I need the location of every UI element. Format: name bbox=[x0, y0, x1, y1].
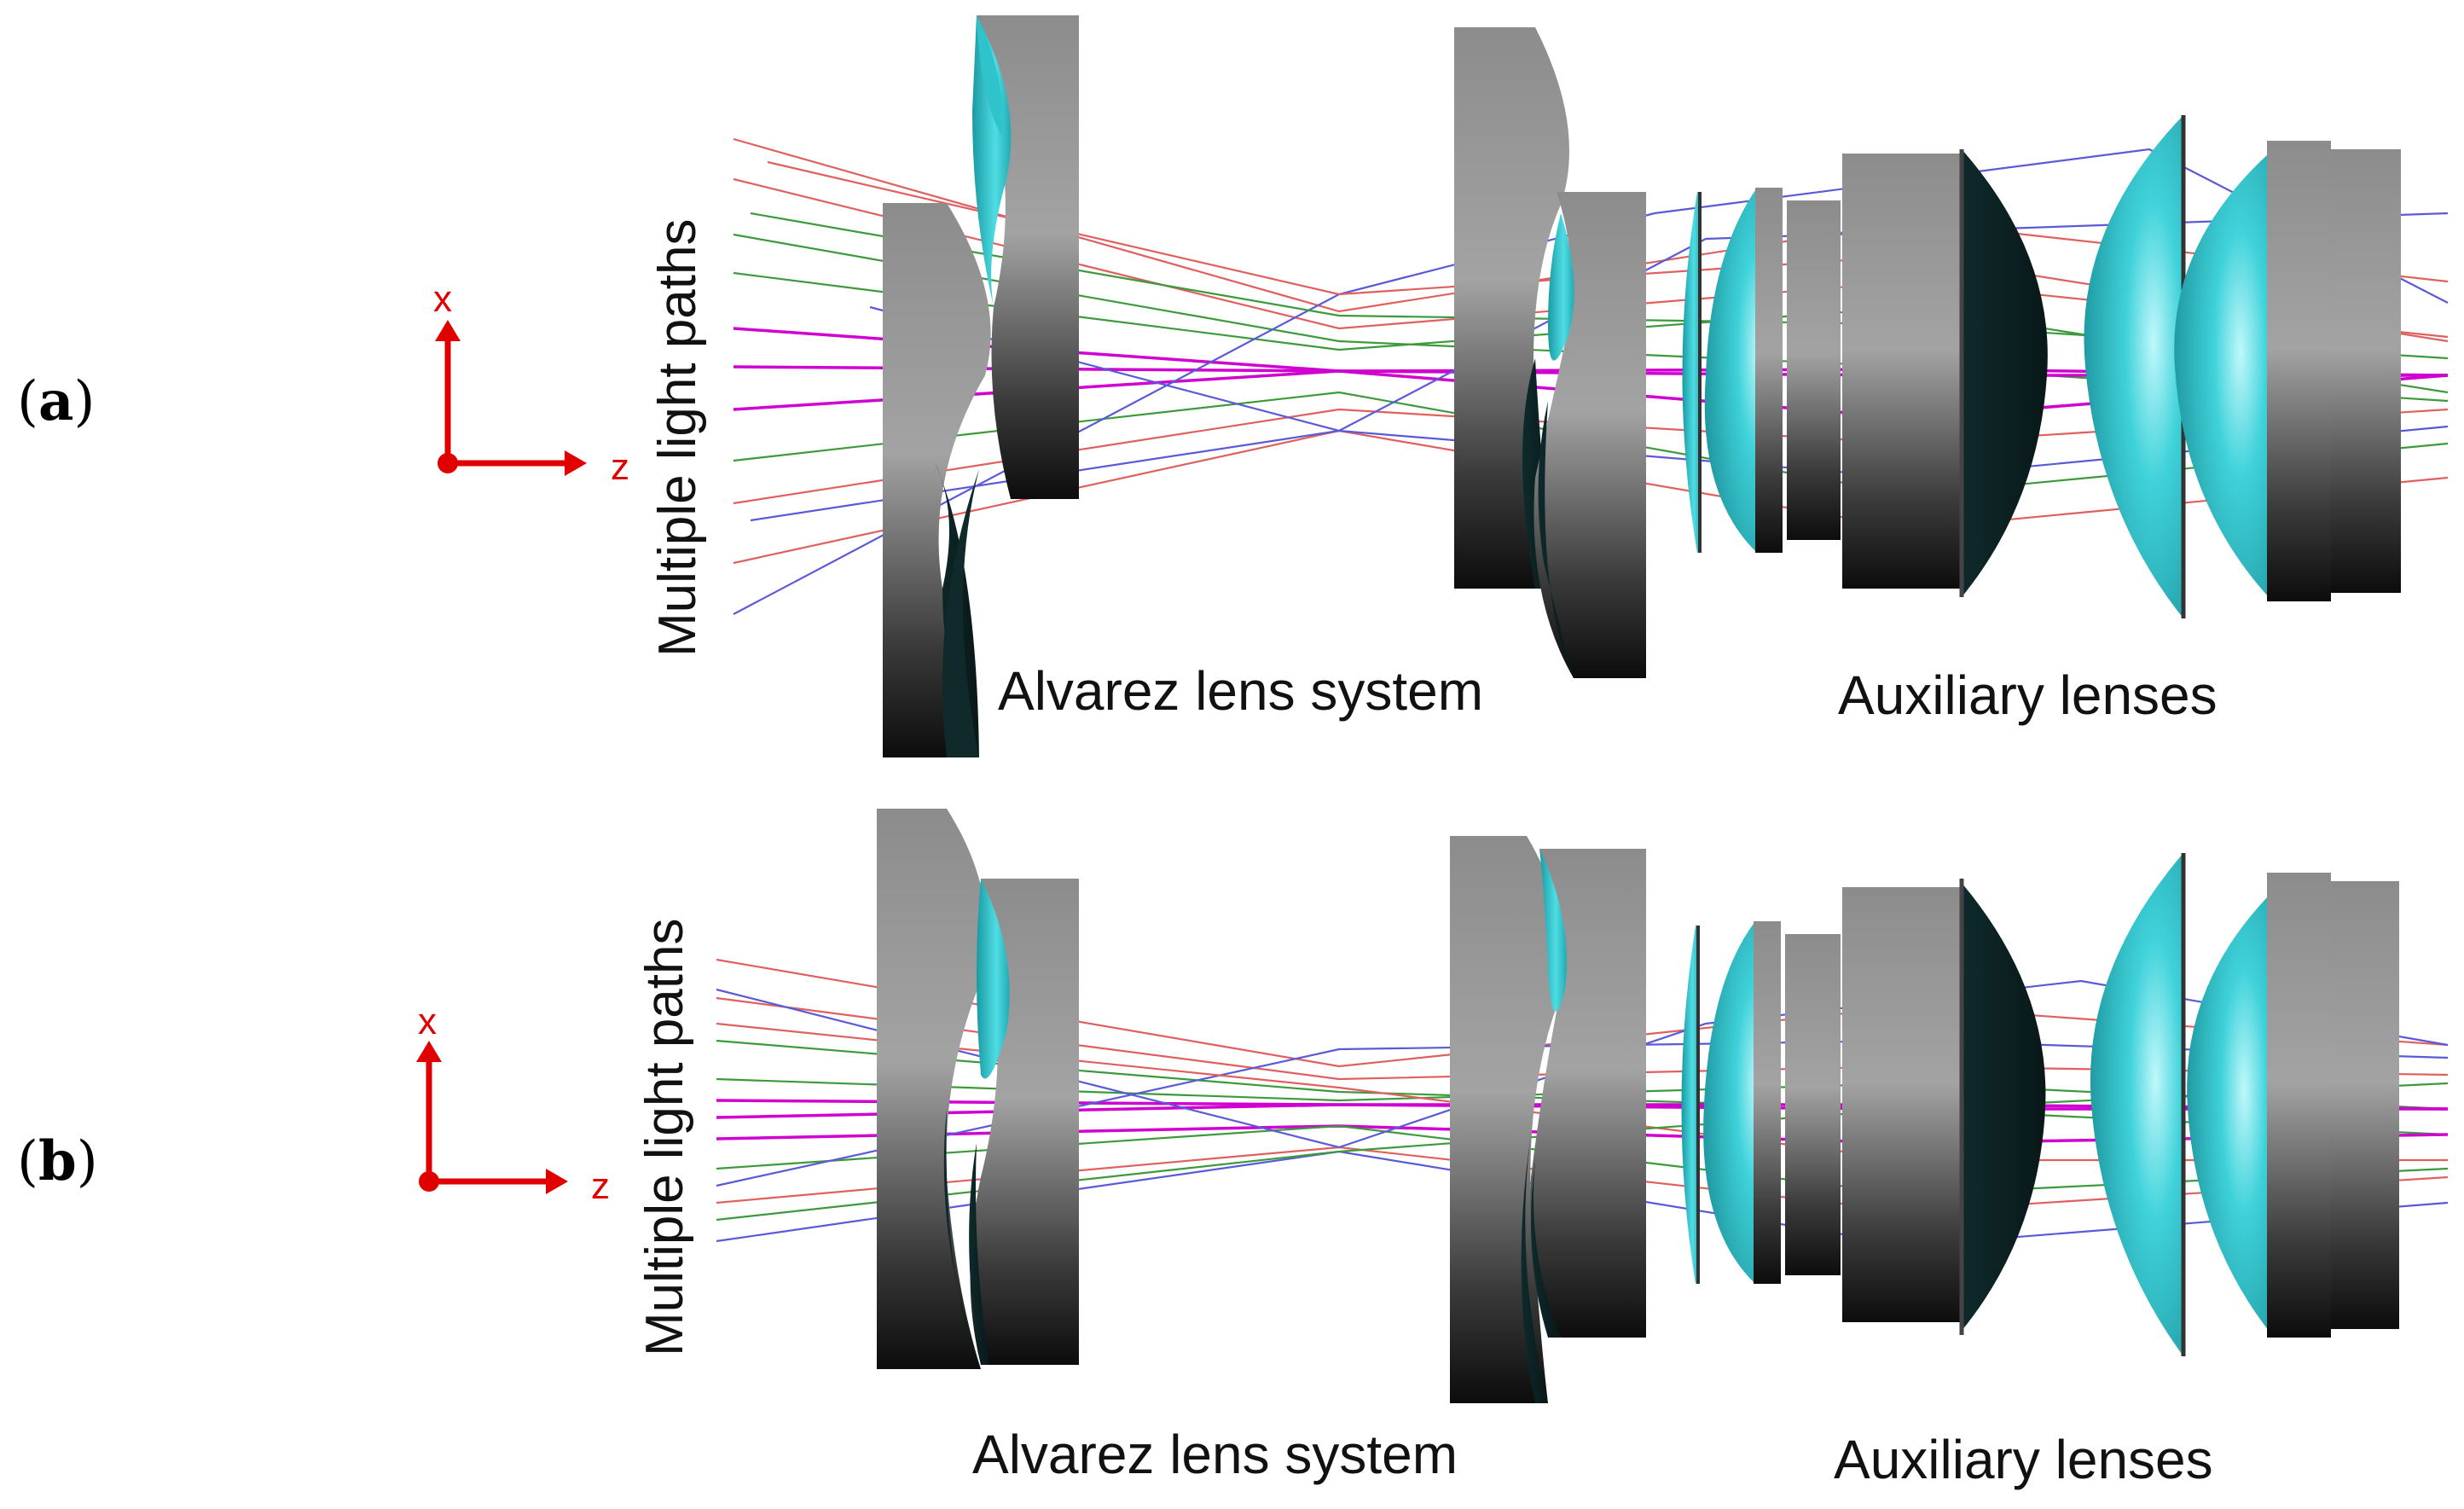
alvarez-lens-4b bbox=[1530, 849, 1646, 1338]
panel-a: (a) x z Multiple light paths bbox=[17, 15, 2449, 757]
axis-arrows-icon bbox=[435, 320, 587, 476]
caption-alvarez-a: Alvarez lens system bbox=[998, 660, 1483, 722]
axis-x-label: x bbox=[418, 1001, 437, 1042]
side-label-a: Multiple light paths bbox=[648, 219, 707, 658]
panel-a-label: (a) bbox=[17, 369, 95, 433]
alvarez-lens-2a bbox=[972, 15, 1079, 499]
alvarez-lens-1a bbox=[883, 203, 991, 757]
panel-b-label: (b) bbox=[17, 1129, 98, 1193]
axis-x-label: x bbox=[433, 278, 452, 320]
caption-auxiliary-b: Auxiliary lenses bbox=[1834, 1429, 2213, 1490]
alvarez-lens-1b bbox=[877, 809, 987, 1369]
axis-z-label: z bbox=[591, 1165, 610, 1207]
axis-z-label: z bbox=[611, 446, 629, 488]
auxiliary-lenses-a bbox=[1682, 115, 2401, 618]
alvarez-lens-2b bbox=[969, 879, 1079, 1365]
auxiliary-lenses-b bbox=[1681, 853, 2399, 1356]
axis-arrows-icon bbox=[416, 1041, 568, 1194]
alvarez-lens-4a bbox=[1533, 192, 1646, 678]
caption-auxiliary-a: Auxiliary lenses bbox=[1838, 665, 2218, 726]
panel-b: (b) x z Multiple light paths bbox=[17, 809, 2449, 1490]
side-label-b: Multiple light paths bbox=[635, 919, 694, 1357]
caption-alvarez-b: Alvarez lens system bbox=[972, 1424, 1458, 1485]
